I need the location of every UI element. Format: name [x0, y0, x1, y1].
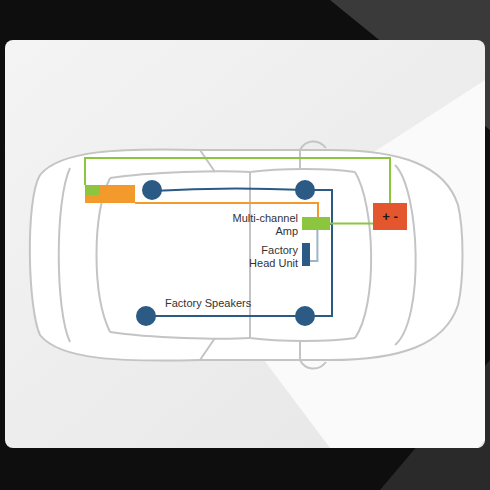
speaker — [295, 306, 315, 326]
rear-amp-box — [85, 185, 135, 203]
car-details — [59, 150, 416, 360]
speaker — [136, 306, 156, 326]
component-label: Multi-channel Amp — [224, 212, 298, 238]
group-label: Factory Speakers — [165, 297, 251, 310]
speaker — [295, 180, 315, 200]
rear-amp-terminal — [85, 185, 100, 195]
amp-node: Multi-channel Amp — [224, 212, 330, 238]
wire — [330, 223, 373, 225]
speakers — [136, 180, 315, 326]
power-wire — [85, 158, 390, 203]
speaker-wire — [146, 189, 332, 316]
battery-terminals: + - — [382, 210, 398, 223]
component-label: Factory Head Unit — [236, 244, 298, 270]
component-box — [302, 217, 330, 230]
wire — [310, 230, 317, 261]
rear-amp — [85, 185, 135, 203]
panel — [5, 40, 485, 448]
component-box — [302, 243, 310, 266]
car-outline — [30, 141, 463, 368]
speaker — [142, 180, 162, 200]
head-unit-node: Factory Head Unit — [236, 244, 310, 270]
battery-node: + - — [373, 203, 407, 230]
